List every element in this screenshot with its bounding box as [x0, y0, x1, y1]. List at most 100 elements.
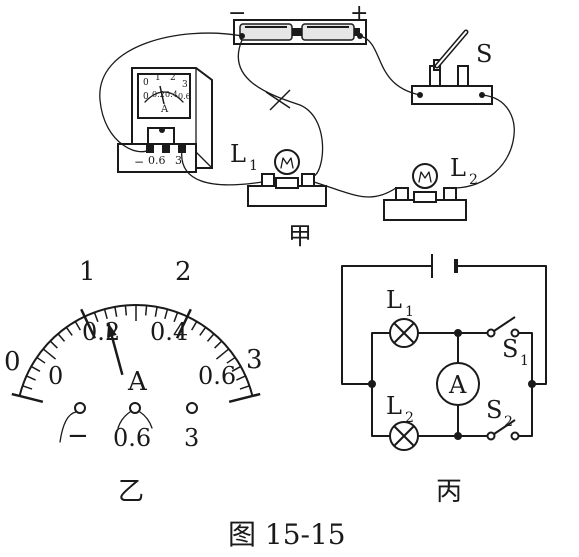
dial-tick: [30, 365, 41, 372]
dial-unit-label: A: [127, 367, 148, 397]
panel-yi: 0 1 2 3 0 0.2 0.4 0.6 A − 0.6 3 乙: [4, 257, 263, 507]
ammeter-scale-bottom-2: 0.4: [165, 90, 178, 99]
switch-s-label: S: [476, 40, 492, 68]
schematic-s1-subscript: 1: [520, 353, 529, 369]
ammeter-dial: [11, 304, 261, 403]
dial-upper-label-2: 2: [175, 257, 192, 287]
dial-lower-label-3: 0.6: [198, 362, 236, 390]
ammeter-unit: A: [160, 104, 169, 115]
lamp-l2: [383, 163, 467, 221]
lamp-l1-label: L: [230, 140, 246, 168]
dial-tick: [19, 394, 44, 403]
dial-lower-label-0: 0: [48, 362, 63, 390]
ammeter-scale-top-3: 3: [182, 80, 188, 90]
dial-upper-label-3: 3: [246, 345, 263, 375]
junction-dot: [528, 380, 536, 388]
dial-tick: [154, 306, 158, 317]
ammeter-scale-bottom-1: 0.2: [152, 90, 165, 99]
dial-tick: [65, 326, 73, 336]
lamp-l1: [247, 149, 327, 207]
lamp-l1-subscript: 1: [249, 158, 258, 174]
dial-tick: [36, 356, 46, 364]
dial-tick: [57, 333, 66, 342]
schematic-switch-s2: [486, 419, 520, 441]
dial-tick: [239, 385, 250, 390]
dial-terminal-06: 0.6: [113, 424, 151, 452]
panel-jia-label: 甲: [288, 222, 312, 250]
dial-tick: [114, 306, 118, 317]
dial-tick: [22, 385, 33, 390]
dial-tick: [74, 321, 81, 331]
dial-tick: [191, 321, 198, 331]
dial-tick: [231, 365, 242, 372]
ammeter-terminal-minus: −: [134, 155, 144, 169]
switch-s: [411, 29, 493, 105]
junction-dot: [368, 380, 376, 388]
dial-tick: [164, 309, 169, 320]
lamp-l2-label: L: [450, 154, 466, 182]
dial-tick: [214, 340, 223, 349]
junction-dot: [454, 329, 462, 337]
schematic-ammeter: [436, 362, 480, 406]
dial-tick-outer: [80, 308, 86, 318]
dial-tick: [175, 316, 189, 339]
dial-tick: [206, 333, 215, 342]
ammeter-scale-top-2: 2: [170, 73, 176, 83]
dial-upper-label-0: 0: [4, 347, 21, 377]
panel-bing-label: 丙: [436, 477, 462, 507]
ammeter-terminal-06: 0.6: [148, 154, 166, 167]
ammeter-scale-bottom-0: 0: [143, 92, 149, 102]
wires-jia: [99, 32, 515, 198]
dial-tick-outer: [252, 392, 261, 398]
dial-tick: [26, 375, 36, 381]
dial-lower-label-1: 0.2: [82, 318, 120, 346]
dial-upper-label-1: 1: [79, 257, 96, 287]
dial-lower-label-2: 0.4: [150, 318, 188, 346]
schematic-switch-s1: [486, 316, 520, 338]
dial-tick: [228, 394, 253, 403]
dial-terminals: [59, 402, 198, 443]
dial-tick: [83, 316, 97, 339]
dial-tick: [42, 348, 57, 360]
dial-tick: [103, 309, 108, 320]
lamp-l2-subscript: 2: [469, 172, 478, 188]
battery-pack: [233, 19, 367, 45]
panel-bing: A L 1 L 2 S 1 S 2 丙: [341, 254, 547, 507]
schematic-lamp-l1: [389, 318, 419, 348]
ammeter-scale-top-0: 0: [143, 78, 149, 88]
dial-tick: [215, 348, 230, 360]
dial-tick-outer: [186, 308, 192, 318]
schematic-s2-subscript: 2: [504, 414, 513, 430]
schematic-lamp-l2: [389, 421, 419, 451]
figure-caption: 图 15-15: [228, 518, 346, 551]
dial-tick: [93, 312, 99, 323]
ammeter-terminal-3: 3: [175, 154, 182, 167]
dial-terminal-minus: −: [67, 421, 89, 451]
schematic-l2-label: L: [386, 392, 402, 420]
schematic-s2-label: S: [486, 396, 502, 424]
ammeter-scale-bottom-3: 0.6: [178, 92, 191, 101]
battery-plus-label: +: [350, 1, 368, 26]
battery-minus-label: −: [228, 1, 246, 26]
dial-tick: [226, 356, 236, 364]
dial-tick-outer: [11, 392, 20, 398]
panel-jia: − + S 0 1: [99, 1, 515, 250]
dial-tick: [124, 305, 128, 316]
dial-tick: [173, 312, 179, 323]
ammeter-device: [117, 67, 213, 173]
dial-tick: [236, 375, 246, 381]
dial-tick: [199, 326, 207, 336]
dial-pointer-head: [107, 322, 117, 338]
panel-yi-label: 乙: [118, 477, 144, 507]
schematic-ammeter-symbol: A: [448, 371, 467, 399]
schematic-l2-subscript: 2: [405, 410, 414, 426]
schematic-s1-label: S: [502, 335, 518, 363]
schematic-l1-label: L: [386, 286, 402, 314]
junction-dot: [454, 432, 462, 440]
dial-tick: [49, 340, 58, 349]
schematic-l1-subscript: 1: [405, 304, 414, 320]
dial-terminal-3: 3: [184, 424, 199, 452]
removed-wire-mark: [265, 89, 291, 111]
